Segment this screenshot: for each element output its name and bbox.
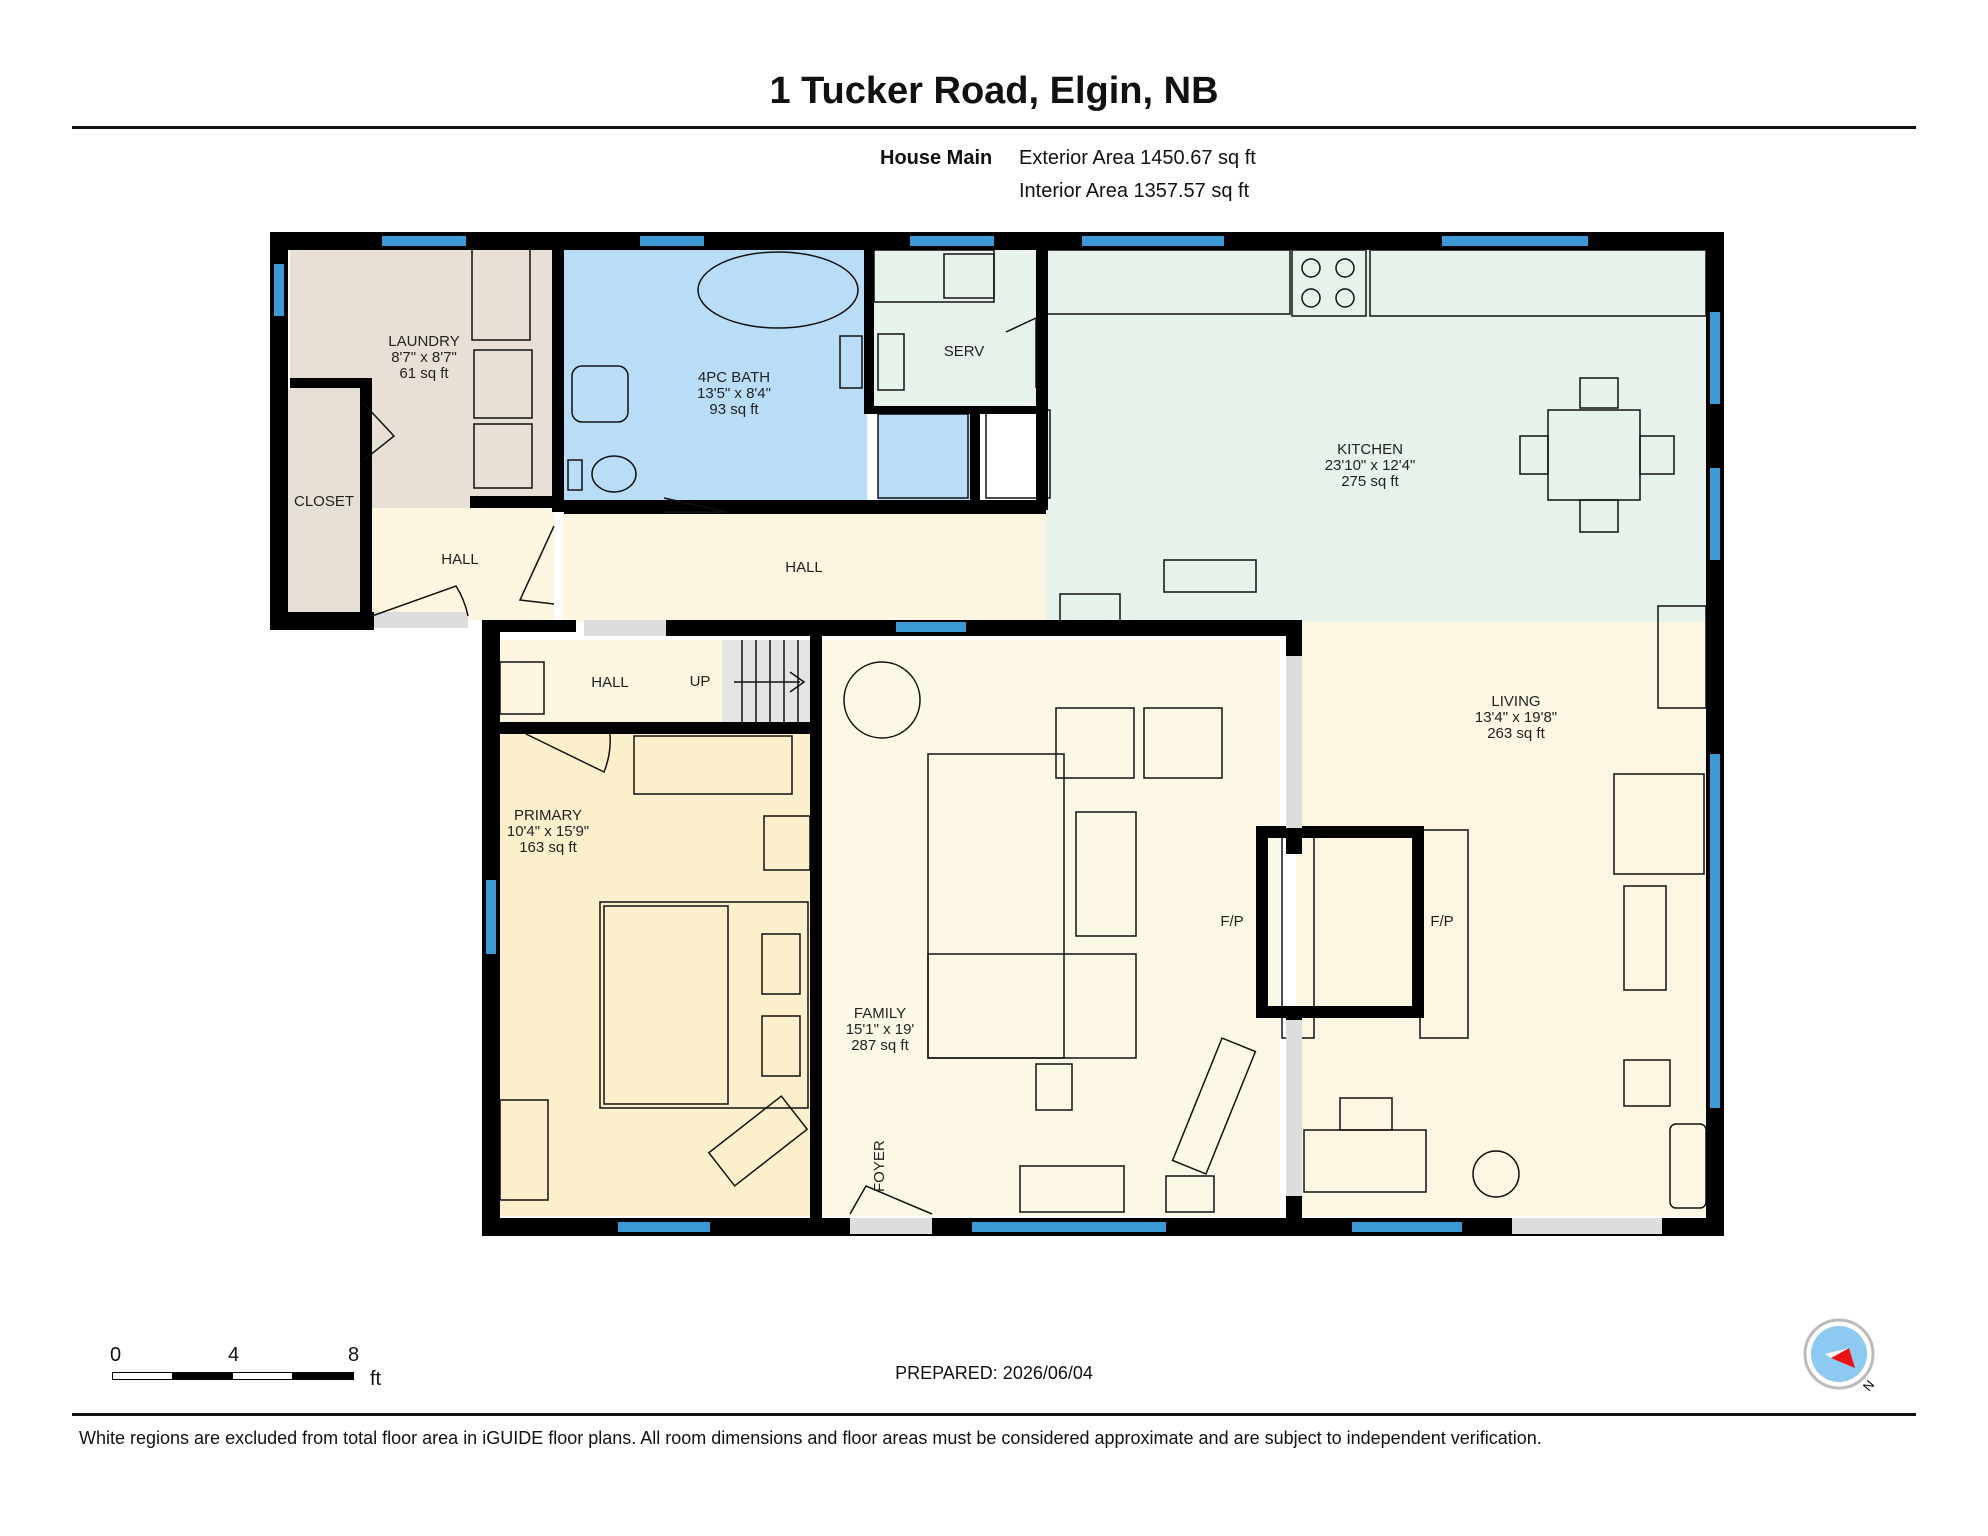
footer-disclaimer: White regions are excluded from total fl… bbox=[79, 1428, 1542, 1448]
scale-tick-8: 8 bbox=[348, 1344, 360, 1366]
label-hall-c: HALL bbox=[591, 674, 629, 691]
label-kitchen-dims: 23'10" x 12'4" bbox=[1325, 457, 1416, 474]
label-family: FAMILY bbox=[854, 1005, 906, 1022]
scale-tick-4: 4 bbox=[228, 1344, 240, 1366]
label-primary: PRIMARY bbox=[514, 807, 582, 824]
room-closet bbox=[284, 390, 364, 612]
room-hall-b bbox=[563, 512, 1046, 622]
header-rule bbox=[72, 126, 1916, 129]
room-primary bbox=[496, 732, 814, 1216]
label-laundry-dims: 8'7" x 8'7" bbox=[391, 349, 457, 366]
label-primary-dims: 10'4" x 15'9" bbox=[507, 823, 589, 840]
fireplace bbox=[1256, 826, 1424, 1018]
label-kitchen-area: 275 sq ft bbox=[1341, 473, 1399, 490]
area-floor-label: House Main bbox=[880, 147, 993, 169]
scale-bar: 0 4 8 ft bbox=[100, 1344, 400, 1394]
prepared-date: PREPARED: 2026/06/04 bbox=[895, 1363, 1093, 1383]
room-living bbox=[1296, 622, 1706, 1216]
label-kitchen: KITCHEN bbox=[1337, 441, 1403, 458]
room-kitchen bbox=[1046, 248, 1706, 622]
label-fp-right: F/P bbox=[1430, 913, 1453, 930]
windows bbox=[274, 236, 1720, 1232]
label-primary-area: 163 sq ft bbox=[519, 839, 577, 856]
label-family-area: 287 sq ft bbox=[851, 1037, 909, 1054]
compass-icon: N bbox=[1803, 1318, 1877, 1394]
interior-area: Interior Area 1357.57 sq ft bbox=[1019, 180, 1250, 202]
room-serv bbox=[874, 248, 1046, 406]
room-shower bbox=[878, 414, 970, 502]
label-living-area: 263 sq ft bbox=[1487, 725, 1545, 742]
door-swings bbox=[363, 316, 1037, 1215]
scale-seg-4 bbox=[292, 1372, 354, 1380]
label-hall-b: HALL bbox=[785, 559, 823, 576]
label-foyer: FOYER bbox=[871, 1140, 888, 1192]
room-bath bbox=[563, 248, 867, 502]
scale-tick-0: 0 bbox=[110, 1344, 122, 1366]
page-title: 1 Tucker Road, Elgin, NB bbox=[769, 70, 1219, 112]
label-serv: SERV bbox=[944, 343, 985, 360]
stairs bbox=[734, 640, 806, 724]
exterior-area: Exterior Area 1450.67 sq ft bbox=[1019, 147, 1256, 169]
label-bath-dims: 13'5" x 8'4" bbox=[697, 385, 771, 402]
label-living: LIVING bbox=[1491, 693, 1540, 710]
scale-unit: ft bbox=[370, 1368, 382, 1390]
label-bath: 4PC BATH bbox=[698, 369, 770, 386]
label-laundry-area: 61 sq ft bbox=[399, 365, 449, 382]
footer-rule bbox=[72, 1413, 1916, 1416]
label-closet: CLOSET bbox=[294, 493, 354, 510]
label-fp-left: F/P bbox=[1220, 913, 1243, 930]
label-bath-area: 93 sq ft bbox=[709, 401, 759, 418]
openings bbox=[374, 612, 1662, 1234]
label-hall-a: HALL bbox=[441, 551, 479, 568]
label-laundry: LAUNDRY bbox=[388, 333, 459, 350]
fixtures bbox=[471, 247, 1707, 1213]
label-living-dims: 13'4" x 19'8" bbox=[1475, 709, 1557, 726]
label-up: UP bbox=[690, 673, 711, 690]
label-family-dims: 15'1" x 19' bbox=[846, 1021, 915, 1038]
room-family bbox=[822, 640, 1280, 1216]
